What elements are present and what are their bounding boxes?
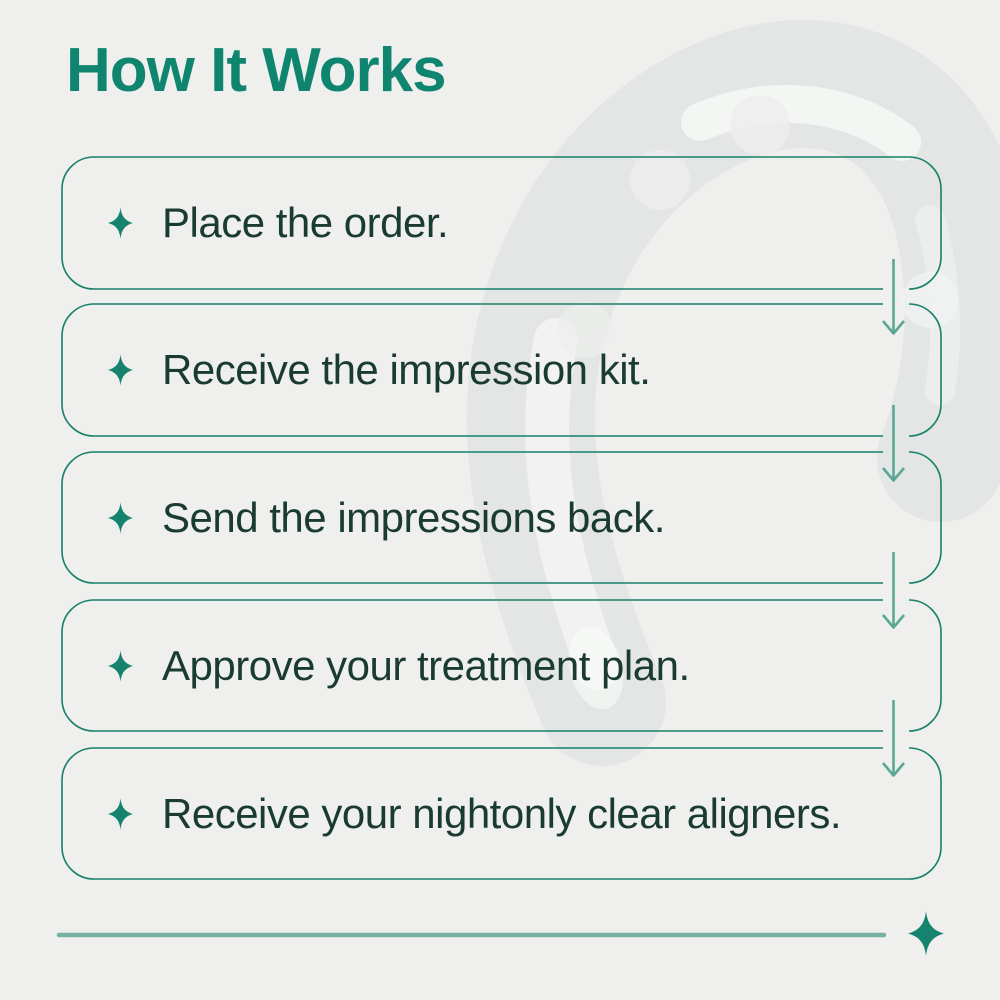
down-arrow-icon-2 xyxy=(882,405,905,482)
footer-divider xyxy=(56,911,944,956)
card-outline-3 xyxy=(61,451,942,584)
aligner-image xyxy=(466,20,1000,766)
step-card-3: Send the impressions back. xyxy=(62,452,941,583)
sparkle-icon xyxy=(108,797,133,830)
step-label: Receive your nightonly clear aligners. xyxy=(162,789,842,837)
down-arrow-icon-1 xyxy=(882,259,905,335)
down-arrow-icon-4 xyxy=(882,700,905,777)
step-card-2: Receive the impression kit. xyxy=(62,304,941,436)
step-card-1: Place the order. xyxy=(62,157,941,289)
page-title: How It Works xyxy=(66,36,447,105)
sparkle-icon xyxy=(108,207,133,239)
step-label: Send the impressions back. xyxy=(162,493,665,541)
down-arrow-icon-3 xyxy=(882,552,905,629)
step-card-4: Approve your treatment plan. xyxy=(62,600,941,731)
card-outline-2 xyxy=(61,303,942,437)
sparkle-icon xyxy=(108,501,133,534)
step-label: Receive the impression kit. xyxy=(162,346,651,393)
card-outline-4 xyxy=(61,599,942,732)
sparkle-icon xyxy=(108,649,133,682)
card-borders xyxy=(61,156,942,880)
step-connectors xyxy=(882,259,905,777)
sparkle-icon-divider xyxy=(908,911,944,956)
step-label: Approve your treatment plan. xyxy=(162,641,690,689)
sparkle-icon xyxy=(108,354,133,386)
step-label: Place the order. xyxy=(162,199,449,246)
card-outline-5 xyxy=(61,747,942,880)
card-outline-1 xyxy=(61,156,942,290)
step-card-5: Receive your nightonly clear aligners. xyxy=(62,748,941,879)
